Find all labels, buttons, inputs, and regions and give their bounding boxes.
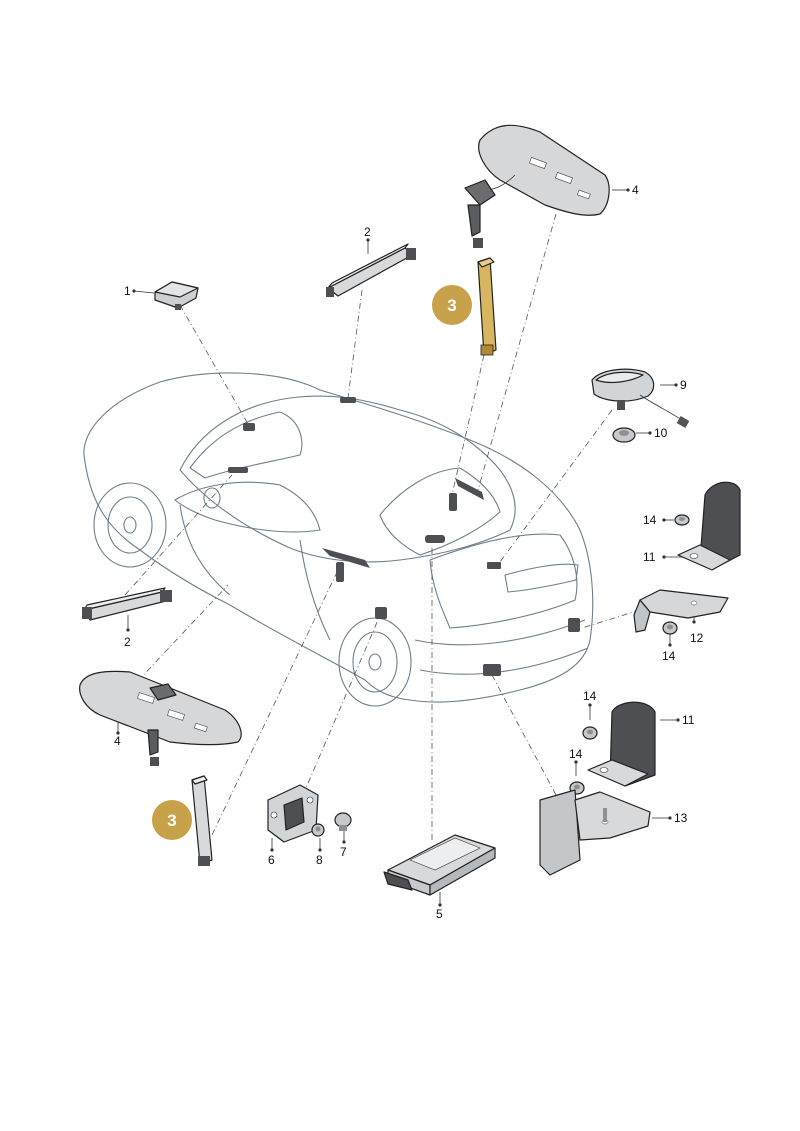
label-14-d: 14: [569, 747, 583, 761]
callout-3-bottom[interactable]: 3: [152, 800, 192, 840]
label-9: 9: [680, 378, 687, 392]
label-14-b: 14: [662, 649, 676, 663]
label-11-top: 11: [643, 550, 656, 564]
car-rear-window: [379, 467, 501, 556]
part-2-antenna-top[interactable]: [326, 243, 416, 297]
part-number-labels: 1 2 4 9 10 14 11 2 12 14 4 14 11 14 13 6…: [114, 183, 704, 921]
label-12: 12: [690, 631, 704, 645]
part-7-plug[interactable]: [334, 812, 352, 831]
callout-3-bottom-label: 3: [167, 811, 176, 830]
part-13-bracket[interactable]: [539, 789, 651, 876]
part-3-bottom[interactable]: [191, 775, 213, 866]
part-14-nut-a[interactable]: [674, 514, 690, 526]
label-11-bottom: 11: [682, 713, 695, 727]
car-rear-wheel: [338, 617, 412, 707]
car-trunk: [429, 533, 578, 629]
part-4-plate-top[interactable]: [464, 124, 610, 248]
label-14-a: 14: [643, 513, 657, 527]
label-10: 10: [654, 426, 668, 440]
label-2-bottom: 2: [124, 635, 131, 649]
label-13: 13: [674, 811, 688, 825]
part-11-bracket-top[interactable]: [677, 481, 741, 571]
label-7: 7: [340, 845, 347, 859]
part-1-module[interactable]: [154, 281, 199, 310]
part-14-nut-b[interactable]: [662, 621, 678, 635]
car-body: [83, 372, 594, 703]
label-5: 5: [436, 907, 443, 921]
label-1: 1: [124, 284, 131, 298]
part-3-highlighted-top[interactable]: [477, 257, 497, 356]
callout-3-top-label: 3: [447, 296, 456, 315]
car-roof: [179, 395, 516, 563]
label-2-top: 2: [364, 225, 371, 239]
car-illustration: [83, 372, 594, 707]
part-8-nut[interactable]: [311, 823, 325, 837]
part-2-antenna-bottom[interactable]: [82, 587, 172, 621]
label-6: 6: [268, 853, 275, 867]
label-4-bottom: 4: [114, 734, 121, 748]
part-12-bracket-plate[interactable]: [633, 589, 729, 633]
part-11-bracket-bottom[interactable]: [587, 701, 656, 787]
car-side-window: [174, 481, 321, 533]
part-14-nut-c[interactable]: [582, 726, 598, 740]
label-4-top: 4: [632, 183, 639, 197]
callout-3-top[interactable]: 3: [432, 285, 472, 325]
part-14-nut-d[interactable]: [569, 781, 585, 795]
part-5-control-module[interactable]: [383, 834, 496, 896]
part-6-bracket[interactable]: [267, 784, 319, 843]
part-10-nut[interactable]: [612, 427, 636, 443]
part-9-antenna-housing[interactable]: [591, 368, 690, 428]
part-4-plate-bottom[interactable]: [79, 670, 242, 766]
label-8: 8: [316, 853, 323, 867]
car-front-wheel: [93, 482, 167, 568]
label-14-c: 14: [583, 689, 597, 703]
